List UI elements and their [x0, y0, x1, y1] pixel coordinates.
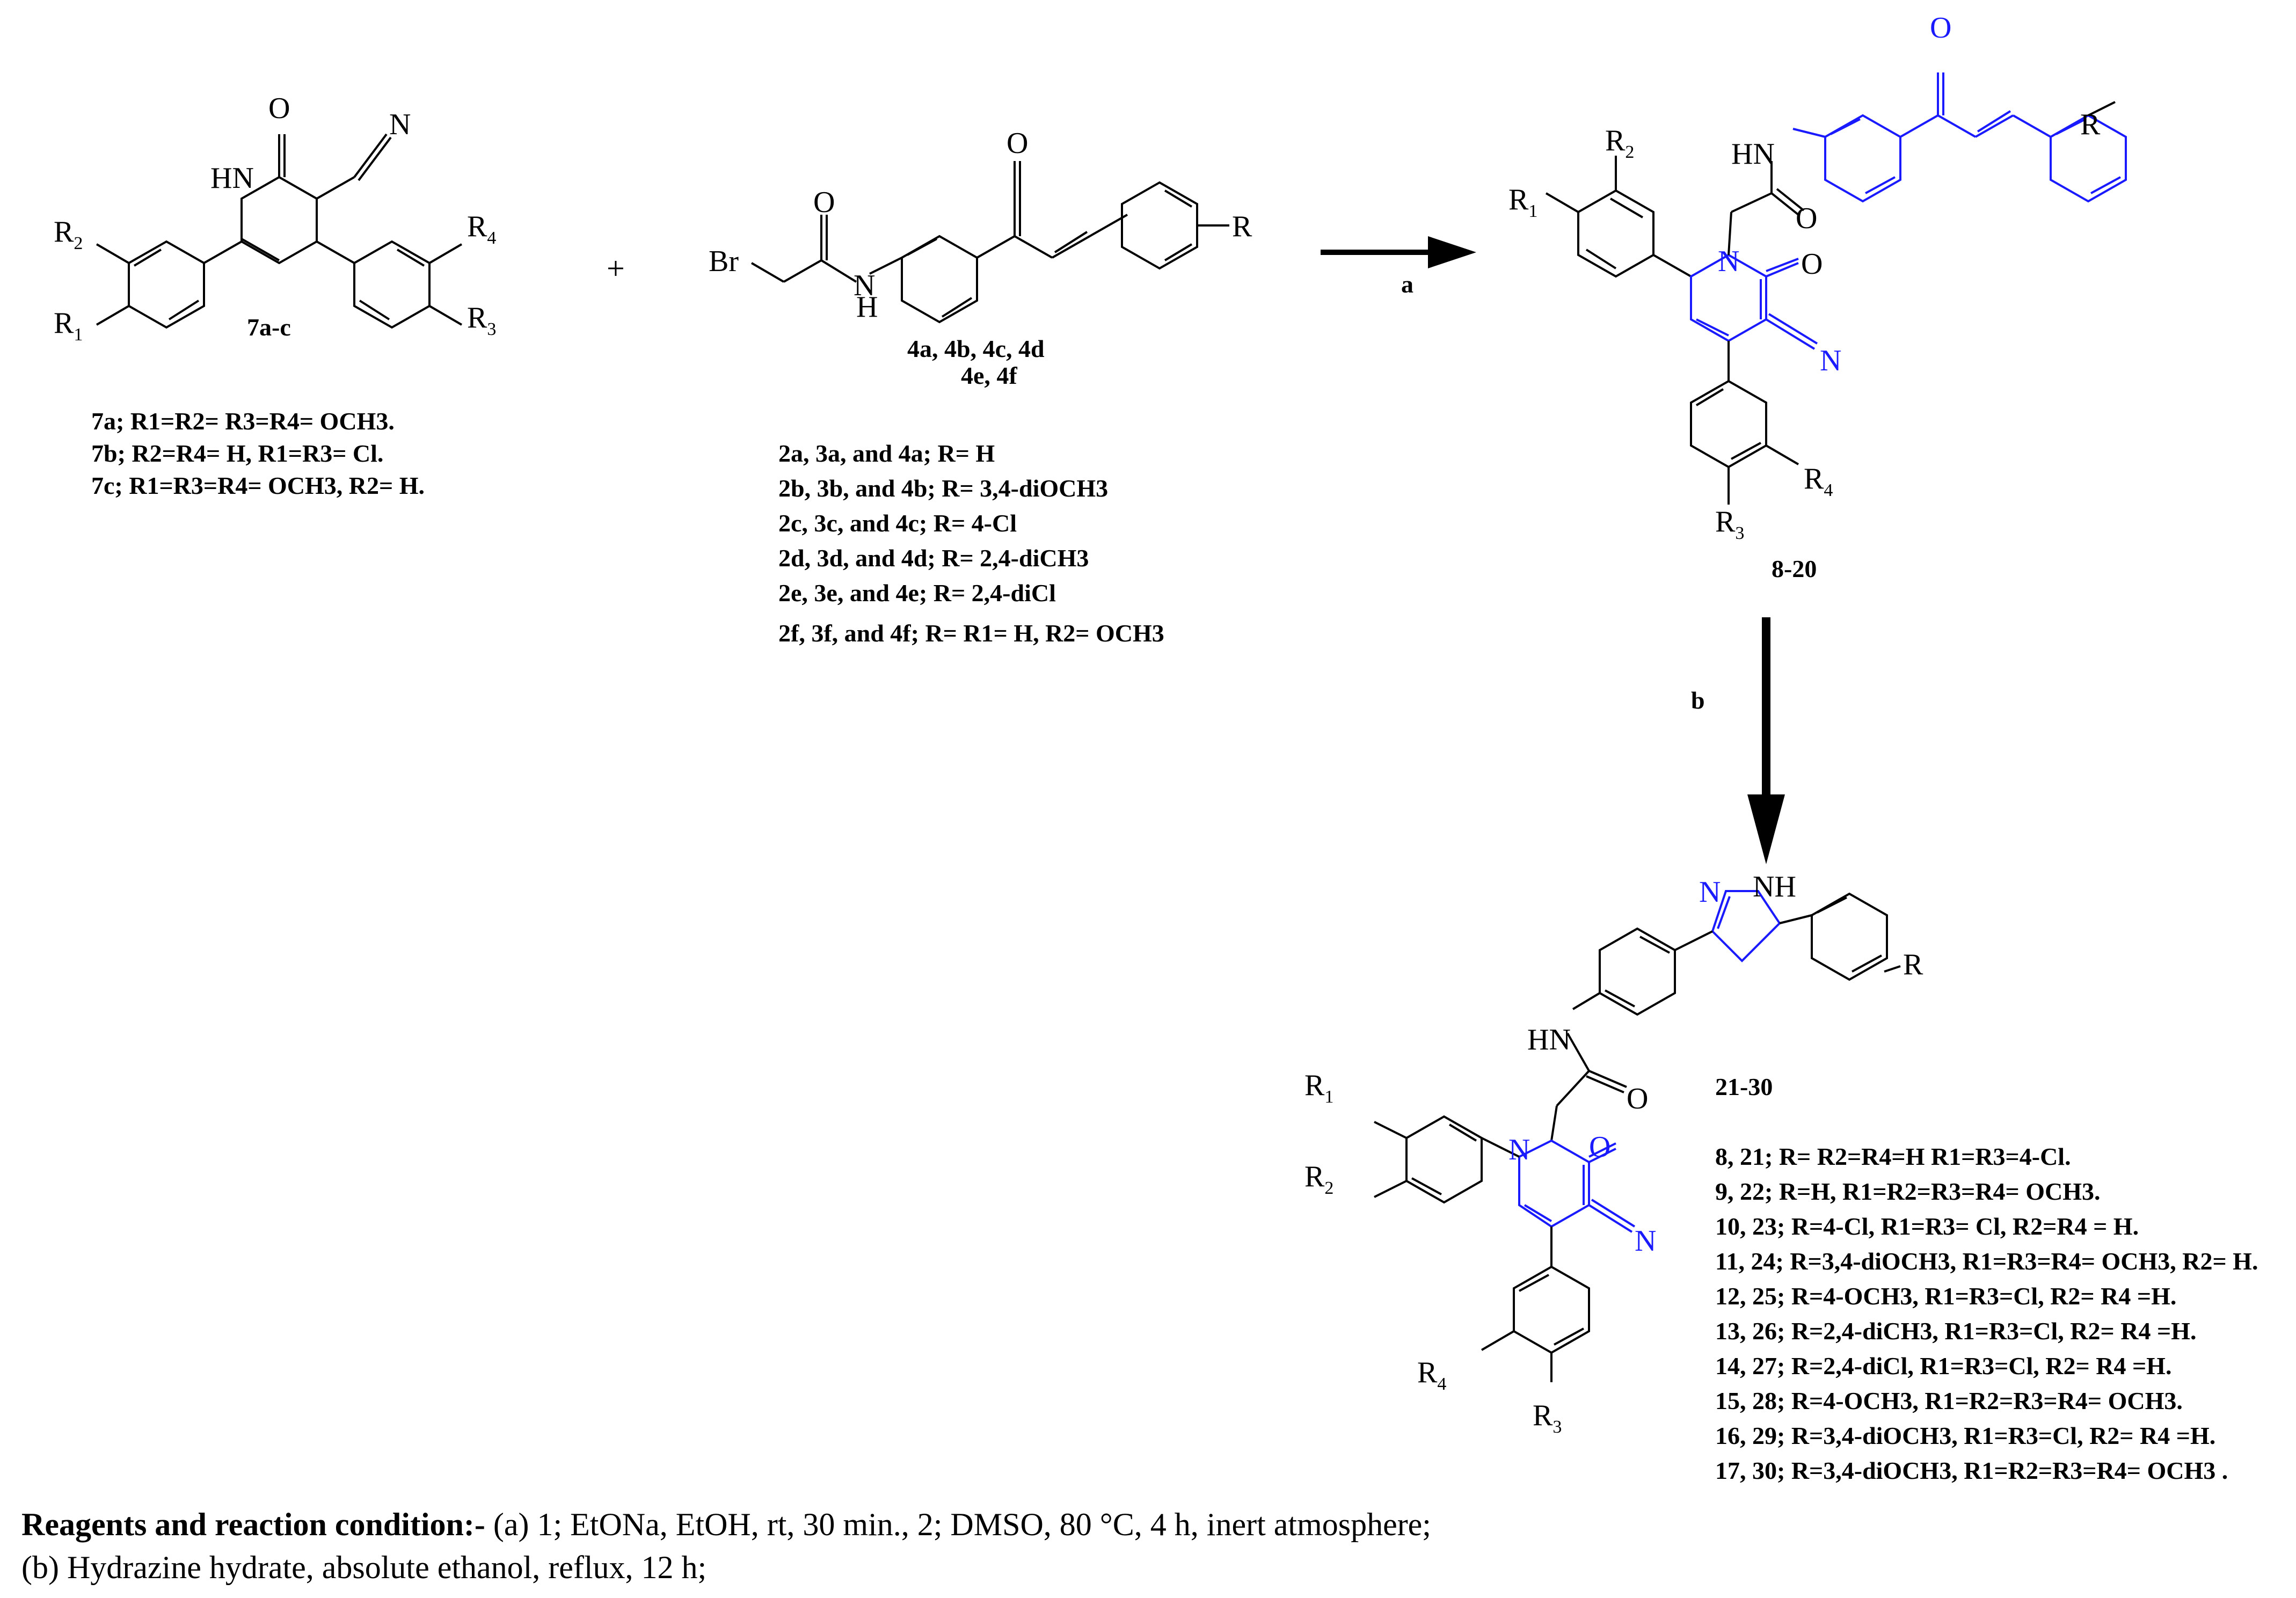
substituent-line: 15, 28; R=4-OCH3, R1=R2=R3=R4= OCH3. [1715, 1387, 2183, 1414]
substituent-line: 17, 30; R=3,4-diOCH3, R1=R2=R3=R4= OCH3 … [1715, 1457, 2228, 1484]
atom-nh: HN [1731, 137, 1775, 171]
substituent-list-2-4: 2a, 3a, and 4a; R= H 2b, 3b, and 4b; R= … [778, 440, 1164, 647]
atom-oxygen: O [1627, 1082, 1648, 1115]
compound-8-20-structure [1545, 72, 2127, 505]
arrow-b-label: b [1691, 687, 1705, 714]
substituent-line: 2a, 3a, and 4a; R= H [778, 440, 995, 467]
substituent-line: 2b, 3b, and 4b; R= 3,4-diOCH3 [778, 475, 1108, 502]
atom-oxygen: O [1007, 127, 1028, 160]
substituent-line: 16, 29; R=3,4-diOCH3, R1=R3=Cl, R2= R4 =… [1715, 1422, 2215, 1449]
atom-bromine: Br [709, 245, 739, 278]
reaction-arrow-b [1747, 617, 1785, 864]
atom-r: R [1232, 210, 1252, 243]
atom-hydrogen: H [856, 290, 878, 324]
substituent-line: 7a; R1=R2= R3=R4= OCH3. [91, 407, 395, 435]
atom-oxygen: O [813, 186, 835, 219]
atom-nh: HN [210, 162, 254, 195]
atom-nitrogen: N [1635, 1224, 1656, 1258]
atom-oxygen: O [1801, 247, 1823, 281]
atom-nitrogen: N [1718, 245, 1739, 278]
atom-nitrogen: N [1820, 344, 1841, 377]
conditions-heading: Reagents and reaction condition:- [21, 1507, 485, 1542]
compound-label-21-30: 21-30 [1715, 1073, 1773, 1100]
atom-oxygen: O [1930, 11, 1951, 45]
atom-nh: HN [1527, 1023, 1571, 1056]
atom-nitrogen: N [1699, 875, 1721, 909]
atom-r1: R1 [1304, 1069, 1333, 1107]
compound-21-30-structure [1374, 890, 1901, 1382]
substituent-list-7: 7a; R1=R2= R3=R4= OCH3. 7b; R2=R4= H, R1… [91, 407, 425, 499]
substituent-line: 2f, 3f, and 4f; R= R1= H, R2= OCH3 [778, 619, 1164, 647]
atom-r1: R1 [1508, 183, 1537, 221]
plus-sign: + [607, 251, 625, 286]
substituent-line: 8, 21; R= R2=R4=H R1=R3=4-Cl. [1715, 1143, 2071, 1170]
atom-r: R [1903, 948, 1923, 981]
atom-r3: R3 [1533, 1399, 1562, 1437]
substituent-line: 14, 27; R=2,4-diCl, R1=R3=Cl, R2= R4 =H. [1715, 1352, 2171, 1380]
atom-r4: R4 [1417, 1356, 1446, 1394]
arrow-a-label: a [1401, 271, 1413, 298]
reaction-arrow-a [1321, 236, 1476, 268]
substituent-list-products: 8, 21; R= R2=R4=H R1=R3=4-Cl. 9, 22; R=H… [1715, 1143, 2258, 1484]
atom-r4: R4 [467, 210, 496, 248]
atom-r2: R2 [1304, 1160, 1333, 1198]
compound-label-4e-f: 4e, 4f [961, 362, 1017, 389]
atom-r4: R4 [1804, 462, 1833, 500]
atom-oxygen: O [1796, 202, 1817, 235]
atom-nitrogen: N [1508, 1133, 1530, 1166]
atom-oxygen: O [268, 92, 290, 125]
atom-nitrogen: N [854, 269, 875, 302]
compound-7a-c-structure [96, 133, 463, 329]
substituent-line: 12, 25; R=4-OCH3, R1=R3=Cl, R2= R4 =H. [1715, 1282, 2176, 1310]
compound-label-8-20: 8-20 [1772, 555, 1817, 582]
substituent-line: 13, 26; R=2,4-diCH3, R1=R3=Cl, R2= R4 =H… [1715, 1317, 2196, 1345]
atom-oxygen: O [1589, 1130, 1610, 1164]
atom-r3: R3 [1715, 505, 1744, 543]
atom-r3: R3 [467, 301, 496, 339]
compound-label-4a-d: 4a, 4b, 4c, 4d [907, 335, 1045, 362]
substituent-line: 7c; R1=R3=R4= OCH3, R2= H. [91, 472, 425, 499]
compound-4a-f-structure [750, 161, 1229, 324]
atom-r1: R1 [54, 307, 83, 345]
substituent-line: 2e, 3e, and 4e; R= 2,4-diCl [778, 579, 1056, 607]
atom-r2: R2 [54, 215, 83, 253]
conditions-line-b: (b) Hydrazine hydrate, absolute ethanol,… [21, 1550, 706, 1585]
compound-label-7a-c: 7a-c [247, 313, 291, 341]
atom-nitrogen: N [389, 108, 411, 141]
substituent-line: 7b; R2=R4= H, R1=R3= Cl. [91, 440, 383, 467]
atom-r2: R2 [1605, 124, 1634, 162]
substituent-line: 2c, 3c, and 4c; R= 4-Cl [778, 509, 1017, 537]
atom-r: R [2080, 108, 2101, 141]
atom-nh: NH [1753, 870, 1796, 903]
substituent-line: 11, 24; R=3,4-diOCH3, R1=R3=R4= OCH3, R2… [1715, 1247, 2258, 1275]
substituent-line: 9, 22; R=H, R1=R2=R3=R4= OCH3. [1715, 1178, 2101, 1205]
substituent-line: 10, 23; R=4-Cl, R1=R3= Cl, R2=R4 = H. [1715, 1213, 2139, 1240]
conditions-line-a: Reagents and reaction condition:- (a) 1;… [21, 1507, 1431, 1542]
substituent-line: 2d, 3d, and 4d; R= 2,4-diCH3 [778, 544, 1089, 572]
